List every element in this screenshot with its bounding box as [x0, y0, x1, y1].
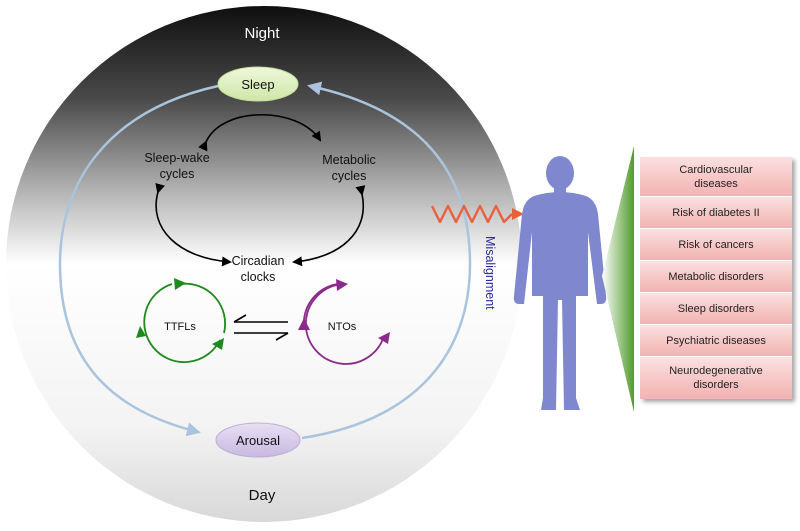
disease-label: Risk of diabetes II [672, 206, 760, 219]
sleep-wake-label-line2: cycles [160, 167, 195, 181]
metabolic-circadian-arrow [292, 185, 366, 267]
disease-label: Sleep disorders [677, 302, 755, 315]
arousal-node [215, 422, 301, 458]
disease-item-neurodegenerative: Neurodegenerative disorders [640, 357, 792, 399]
ttfls-label: TTFLs [164, 321, 196, 333]
sleep-label: Sleep [241, 77, 274, 92]
sleepwake-metabolic-arrow [198, 114, 322, 152]
circadian-label-line2: clocks [241, 270, 276, 284]
disease-item-sleep: Sleep disorders [640, 293, 792, 325]
disease-label-line1: Cardiovascular [679, 163, 753, 176]
ntos-label: NTOs [328, 321, 357, 333]
day-night-circle [6, 6, 522, 522]
night-label: Night [244, 25, 280, 42]
sleepwake-circadian-arrow [155, 182, 232, 267]
disease-item-diabetes: Risk of diabetes II [640, 197, 792, 229]
disease-label: Psychiatric diseases [666, 334, 766, 347]
disease-item-cancers: Risk of cancers [640, 229, 792, 261]
zigzag-signal-icon [430, 204, 524, 224]
projection-wedge [602, 146, 634, 412]
sleep-to-arousal-arrow [58, 84, 219, 437]
disease-label-line1: Neurodegenerative [669, 365, 763, 377]
sleep-wake-label-line1: Sleep-wake [144, 151, 209, 165]
disease-label: Risk of cancers [678, 238, 754, 251]
disease-item-metabolic: Metabolic disorders [640, 261, 792, 293]
disease-label: Metabolic disorders [668, 270, 764, 283]
human-silhouette-icon [513, 156, 607, 410]
metabolic-label-line2: cycles [332, 169, 367, 183]
circadian-label-line1: Circadian [232, 254, 285, 268]
arousal-label: Arousal [236, 433, 280, 448]
disease-item-psychiatric: Psychiatric diseases [640, 325, 792, 357]
equilibrium-arrows [233, 314, 289, 341]
sleep-node [217, 66, 299, 102]
metabolic-label-line1: Metabolic [322, 153, 376, 167]
ttfl-loop [136, 278, 226, 363]
disease-label-line2: disorders [693, 379, 739, 391]
nto-loop [298, 279, 390, 365]
arousal-to-sleep-arrow [301, 81, 472, 440]
misalignment-label: Misalignment [483, 236, 497, 310]
day-label: Day [249, 487, 276, 504]
disease-label-line2: diseases [694, 177, 738, 190]
